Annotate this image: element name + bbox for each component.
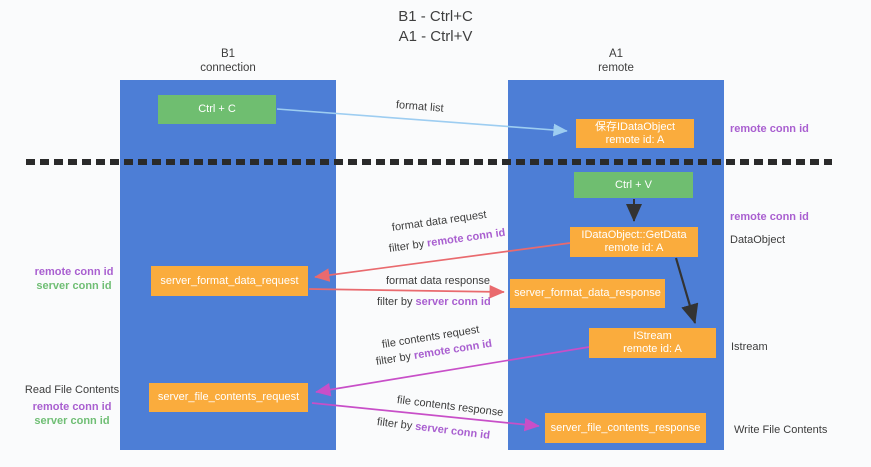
server-format-data-response-label: server_format_data_response: [514, 287, 661, 299]
left-column-name: B1: [220, 48, 236, 60]
file-contents-response-filter-label: filter by server conn id: [376, 416, 490, 442]
ctrl-v-label: Ctrl + V: [615, 178, 652, 191]
save-idataobject-line1: 保存IDataObject: [594, 120, 676, 133]
format-list-label: format list: [395, 99, 445, 115]
getdata-box: IDataObject::GetData remote id: A: [570, 227, 698, 257]
format-data-response-filter-label: filter by server conn id: [377, 296, 491, 308]
filter-conn-id-text: server conn id: [415, 296, 491, 308]
ctrl-v-box: Ctrl + V: [574, 172, 693, 198]
filter-conn-id-text: remote conn id: [426, 226, 507, 250]
filter-by-text: filter by: [377, 296, 416, 308]
istream-margin-label: Istream: [731, 341, 768, 353]
filter-conn-id-text: server conn id: [414, 420, 491, 442]
format-data-response-label: format data response: [386, 275, 490, 287]
left-server-conn-id-label: server conn id: [36, 280, 112, 292]
ctrl-c-label: Ctrl + C: [198, 103, 236, 115]
title-line-2: A1 - Ctrl+V: [398, 28, 473, 45]
right-column-name: A1: [608, 48, 624, 60]
save-idataobject-box: 保存IDataObject remote id: A: [576, 119, 694, 148]
server-file-contents-response-label: server_file_contents_response: [550, 421, 701, 434]
remote-conn-id-label-mid: remote conn id: [730, 211, 809, 223]
write-file-contents-label: Write File Contents: [734, 424, 828, 436]
title-line-1: B1 - Ctrl+C: [398, 8, 473, 25]
left-conn-id-group: remote conn id server conn id: [24, 265, 124, 293]
server-file-contents-response-box: server_file_contents_response: [545, 413, 706, 443]
dataobject-label: DataObject: [730, 234, 786, 246]
filter-by-text: filter by: [388, 237, 428, 255]
left2-server-conn-id-label: server conn id: [34, 415, 110, 427]
left-column-header: B1 connection: [120, 48, 336, 75]
dashed-separator-line: [26, 159, 832, 165]
left2-remote-conn-id-label: remote conn id: [32, 401, 112, 413]
server-file-contents-request-label: server_file_contents_request: [157, 391, 300, 403]
ctrl-c-box: Ctrl + C: [158, 95, 276, 124]
left-remote-conn-id-label: remote conn id: [34, 266, 114, 278]
read-file-contents-group: Read File Contents remote conn id server…: [18, 383, 126, 428]
getdata-line1: IDataObject::GetData: [581, 229, 687, 241]
server-file-contents-request-box: server_file_contents_request: [149, 383, 308, 412]
right-column-header: A1 remote: [508, 48, 724, 75]
read-file-contents-label: Read File Contents: [24, 384, 120, 396]
format-response-arrow: [308, 284, 505, 299]
server-format-data-response-box: server_format_data_response: [510, 279, 665, 308]
server-format-data-request-box: server_format_data_request: [151, 266, 308, 296]
save-idataobject-line2: remote id: A: [605, 133, 665, 146]
server-format-data-request-label: server_format_data_request: [160, 274, 299, 287]
left-column-role: connection: [200, 61, 256, 74]
getdata-line2: remote id: A: [604, 242, 664, 254]
file-contents-response-label: file contents response: [396, 394, 504, 419]
remote-conn-id-label-top: remote conn id: [730, 123, 809, 135]
right-column-role: remote: [598, 61, 634, 74]
istream-box: IStream remote id: A: [589, 328, 716, 358]
filter-by-text: filter by: [375, 350, 415, 368]
diagram-title: B1 - Ctrl+C A1 - Ctrl+V: [0, 7, 871, 47]
istream-line2: remote id: A: [623, 343, 682, 355]
istream-line1: IStream: [633, 330, 672, 342]
filter-by-text: filter by: [376, 416, 416, 433]
